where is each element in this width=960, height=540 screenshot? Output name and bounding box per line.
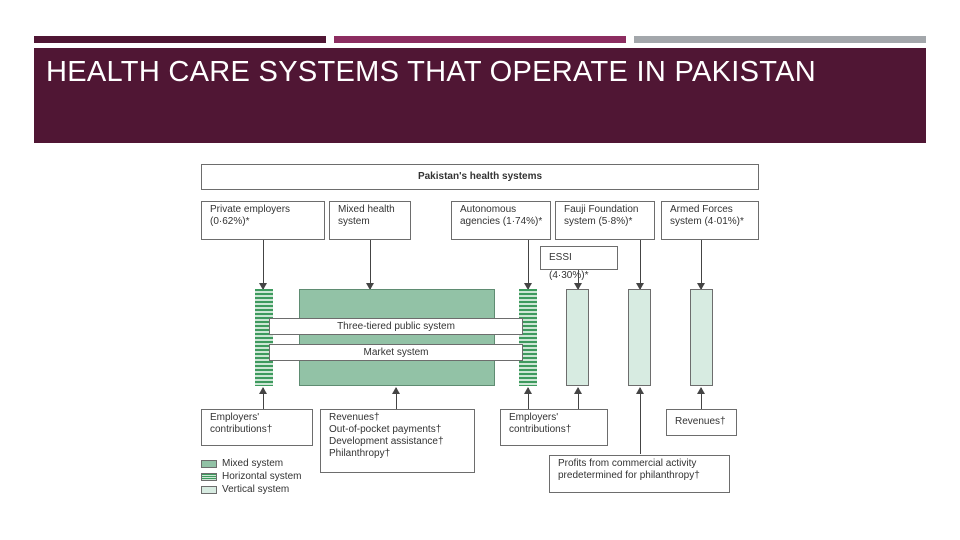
horizontal-system-private <box>255 289 273 386</box>
legend-label-horizontal: Horizontal system <box>222 471 302 482</box>
accent-bar-middle <box>334 36 626 43</box>
revenues-mixed-box: Revenues† Out-of-pocket payments† Develo… <box>320 409 475 473</box>
private-employers-box: Private employers (0·62%)* <box>201 201 325 240</box>
legend-swatch-horizontal <box>201 473 217 481</box>
revenues-mixed-line1: Revenues† <box>329 412 380 423</box>
essi-label: ESSI (4·30%)* <box>549 252 589 281</box>
arrow-employers-autonomous <box>524 387 532 409</box>
employers1-line2: contributions† <box>210 424 273 435</box>
autonomous-agencies-box: Autonomous agencies (1·74%)* <box>451 201 551 240</box>
arrow-autonomous <box>524 240 532 290</box>
arrow-mixed-health <box>366 240 374 290</box>
diagram-title-text: Pakistan's health systems <box>417 171 543 182</box>
horizontal-system-autonomous <box>519 289 537 386</box>
mixed-health-line2: system <box>338 216 370 227</box>
mixed-health-line1: Mixed health <box>338 204 395 215</box>
mixed-system-block <box>299 289 495 386</box>
arrow-employers-essi <box>574 387 582 409</box>
slide-title: HEALTH CARE SYSTEMS THAT OPERATE IN PAKI… <box>46 56 817 88</box>
private-employers-line1: Private employers <box>210 204 291 215</box>
vertical-system-essi <box>566 289 589 386</box>
accent-bar-right <box>634 36 926 43</box>
legend-swatch-mixed <box>201 460 217 468</box>
arrow-profits-fauji <box>636 387 644 454</box>
autonomous-line1: Autonomous <box>460 204 517 215</box>
private-employers-line2: (0·62%)* <box>210 216 250 227</box>
armed-forces-box: Armed Forces system (4·01%)* <box>661 201 759 240</box>
armed-forces-line2: system (4·01%)* <box>670 216 744 227</box>
profits-line2: predetermined for philanthropy† <box>558 470 700 481</box>
slide-header: HEALTH CARE SYSTEMS THAT OPERATE IN PAKI… <box>34 48 926 143</box>
revenues-mixed-line2: Out-of-pocket payments† <box>329 424 442 435</box>
arrow-armed-forces <box>697 240 705 290</box>
revenues-mixed-line3: Development assistance† <box>329 436 444 447</box>
three-tiered-public-band: Three-tiered public system <box>269 318 523 335</box>
revenues-box: Revenues† <box>666 409 737 436</box>
essi-box: ESSI (4·30%)* <box>540 246 618 281</box>
armed-forces-line1: Armed Forces <box>670 204 733 215</box>
vertical-system-fauji <box>628 289 651 386</box>
arrow-employers-private <box>259 387 267 409</box>
vertical-system-armed-forces <box>690 289 713 386</box>
revenues-label: Revenues† <box>675 416 726 427</box>
employers-contributions-box-2: Employers' contributions† <box>500 409 608 446</box>
fauji-line1: Fauji Foundation <box>564 204 639 215</box>
employers1-line1: Employers' <box>210 412 260 423</box>
arrow-fauji <box>636 240 644 290</box>
market-system-band: Market system <box>269 344 523 361</box>
fauji-foundation-box: Fauji Foundation system (5·8%)* <box>555 201 655 240</box>
legend-swatch-vertical <box>201 486 217 494</box>
mixed-health-system-box: Mixed health system <box>329 201 411 240</box>
employers2-line2: contributions† <box>509 424 572 435</box>
arrow-revenues-mixed <box>392 387 400 409</box>
legend-label-mixed: Mixed system <box>222 458 284 469</box>
legend-label-vertical: Vertical system <box>222 484 290 495</box>
three-tiered-public-label: Three-tiered public system <box>337 321 455 332</box>
profits-line1: Profits from commercial activity <box>558 458 697 469</box>
accent-bar-left <box>34 36 326 43</box>
employers-contributions-box-1: Employers' contributions† <box>201 409 313 446</box>
market-system-label: Market system <box>363 347 429 358</box>
diagram-title: Pakistan's health systems <box>201 164 759 190</box>
fauji-line2: system (5·8%)* <box>564 216 633 227</box>
employers2-line1: Employers' <box>509 412 559 423</box>
arrow-private-employers <box>259 240 267 290</box>
profits-box: Profits from commercial activity predete… <box>549 455 730 493</box>
arrow-essi <box>574 270 582 290</box>
autonomous-line2: agencies (1·74%)* <box>460 216 543 227</box>
revenues-mixed-line4: Philanthropy† <box>329 448 391 459</box>
arrow-revenues-armed <box>697 387 705 409</box>
